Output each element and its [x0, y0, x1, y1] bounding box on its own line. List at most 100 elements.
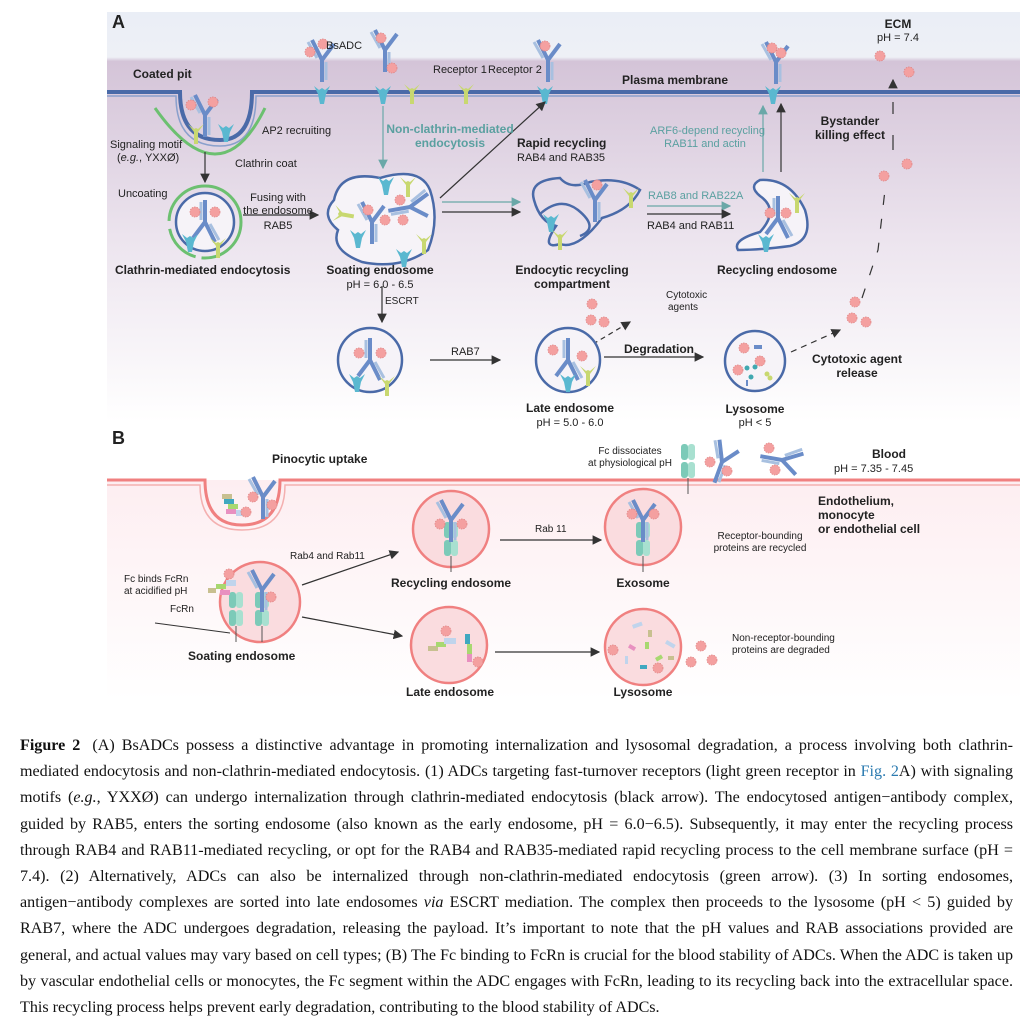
- panel-a-label: A: [112, 12, 125, 32]
- bsadc-label: BsADC: [326, 40, 363, 52]
- endocytic-recycling-compartment: [531, 176, 642, 247]
- rab8-label: RAB8 and RAB22A: [648, 190, 744, 202]
- uncoating-label: Uncoating: [118, 188, 168, 200]
- payload-icon: [576, 350, 588, 362]
- arrow-rab4-rab11: [301, 550, 400, 586]
- plasma-membrane-b: [107, 478, 1020, 527]
- payload-icon: [185, 99, 197, 111]
- blood-label: Blood: [872, 447, 906, 461]
- payload-icon: [849, 296, 861, 308]
- payload-icon: [763, 442, 775, 454]
- rapid-recycling-rab: RAB4 and RAB35: [517, 152, 606, 164]
- payload-icon: [207, 96, 219, 108]
- payload-icon: [586, 298, 598, 310]
- payload-icon: [648, 508, 660, 520]
- non-clathrin-label-1: Non-clathrin-mediated: [386, 122, 514, 136]
- payload-icon: [878, 170, 890, 182]
- payload-icon: [846, 312, 858, 324]
- cytotoxic-agents-label-2: agents: [668, 302, 699, 313]
- payload-icon: [598, 316, 610, 328]
- ap2-recruiting-label: AP2 recruiting: [262, 125, 332, 137]
- payload-icon: [247, 491, 259, 503]
- payload-icon: [903, 66, 915, 78]
- receptor-recycled-label-1: Receptor-bounding: [717, 531, 803, 542]
- clathrin-coat: [153, 107, 267, 156]
- payload-icon: [209, 206, 221, 218]
- sorting-endosome-ph: pH = 6.0 - 6.5: [346, 279, 414, 291]
- arrow-cytotoxic-agents: [592, 321, 632, 345]
- payload-icon: [265, 591, 277, 603]
- payload-icon: [394, 194, 406, 206]
- payload-icon: [652, 662, 664, 674]
- receptor-1-label: Receptor 1: [433, 64, 487, 76]
- clathrin-vesicle-coat: [167, 184, 243, 260]
- payload-icon: [189, 206, 201, 218]
- signaling-motif-example: (e.g., YXXØ): [117, 152, 180, 164]
- payload-icon: [397, 214, 409, 226]
- payload-icon: [721, 465, 733, 477]
- payload-icon: [591, 179, 603, 191]
- payload-icon: [375, 32, 387, 44]
- recycling-endosome-label-a: Recycling endosome: [716, 263, 838, 277]
- payload-icon: [266, 499, 278, 511]
- rab7-label: RAB7: [451, 346, 480, 358]
- clathrin-coat-label: Clathrin coat: [235, 158, 297, 170]
- non-receptor-label-2: proteins are degraded: [732, 645, 830, 656]
- rab4-rab11-label: RAB4 and RAB11: [647, 220, 735, 232]
- arrow-to-late-endosome: [301, 616, 404, 640]
- payload-icon: [754, 355, 766, 367]
- bystander-label-2: killing effect: [814, 128, 885, 142]
- rab11-label-b: Rab 11: [535, 524, 567, 535]
- ecm-label: ECM: [884, 17, 912, 31]
- arrow-rapid-recycling: [439, 101, 546, 199]
- rab4-rab11-label-b: Rab4 and Rab11: [290, 551, 365, 562]
- payload-icon: [607, 644, 619, 656]
- caption-text: ESCRT mediation. The complex then procee…: [20, 894, 1013, 1017]
- payload-icon: [738, 342, 750, 354]
- bystander-label-1: Bystander: [820, 114, 880, 128]
- lysosome-ph: pH < 5: [738, 417, 772, 429]
- sorting-endosome-label-a: Soating endosome: [326, 263, 434, 277]
- rapid-recycling-label: Rapid recycling: [517, 136, 607, 150]
- figure-2: A Coated pit BsADC Receptor 1 Receptor 2…: [107, 12, 1020, 700]
- plasma-membrane-label: Plasma membrane: [622, 73, 729, 87]
- arrow-release: [790, 329, 842, 353]
- payload-icon: [764, 207, 776, 219]
- fc-dissociates-label-2: at physiological pH: [588, 458, 672, 469]
- cytotoxic-release-label-1: Cytotoxic agent: [811, 352, 902, 366]
- degradation-label: Degradation: [624, 342, 695, 356]
- fc-dissociates-label-1: Fc dissociates: [598, 446, 662, 457]
- endothelium-label-2: monocyte: [818, 508, 875, 522]
- lysosome-label-a: Lysosome: [725, 402, 785, 416]
- receptor-2-label: Receptor 2: [488, 64, 542, 76]
- figure-caption: Figure 2(A) BsADCs possess a distinctive…: [20, 733, 1013, 1021]
- panel-b-label: B: [112, 428, 125, 448]
- fc-binds-label-1: Fc binds FcRn: [124, 574, 189, 585]
- payload-icon: [706, 654, 718, 666]
- clathrin-endocytosis-label: Clathrin-mediated endocytosis: [115, 263, 291, 277]
- payload-icon: [860, 316, 872, 328]
- figure-link[interactable]: Fig. 2: [860, 763, 899, 781]
- caption-text: , YXXØ) can undergo internalization thro…: [20, 789, 1014, 912]
- late-endosome-b: [409, 605, 489, 685]
- payload-icon: [362, 204, 374, 216]
- cytotoxic-release-label-2: release: [836, 366, 878, 380]
- lysosome-label-b: Lysosome: [613, 685, 673, 699]
- coated-pit-label: Coated pit: [133, 67, 192, 81]
- fusing-label-2: the endosome: [243, 205, 313, 217]
- non-receptor-label-1: Non-receptor-bounding: [732, 633, 835, 644]
- payload-icon: [304, 46, 316, 58]
- payload-icon: [901, 158, 913, 170]
- receptor-recycled-label-2: proteins are recycled: [713, 543, 807, 554]
- payload-icon: [769, 464, 781, 476]
- diagram-canvas: [107, 12, 1020, 700]
- payload-icon: [780, 207, 792, 219]
- payload-icon: [775, 47, 787, 59]
- payload-icon: [539, 40, 551, 52]
- late-endosome-label-a: Late endosome: [525, 401, 615, 415]
- erc-label-1: Endocytic recycling: [515, 263, 629, 277]
- plasma-membrane-a: [107, 90, 1020, 143]
- signaling-motif-label: Signaling motif: [110, 139, 183, 151]
- payload-icon: [766, 42, 778, 54]
- endothelium-label-1: Endothelium,: [818, 494, 894, 508]
